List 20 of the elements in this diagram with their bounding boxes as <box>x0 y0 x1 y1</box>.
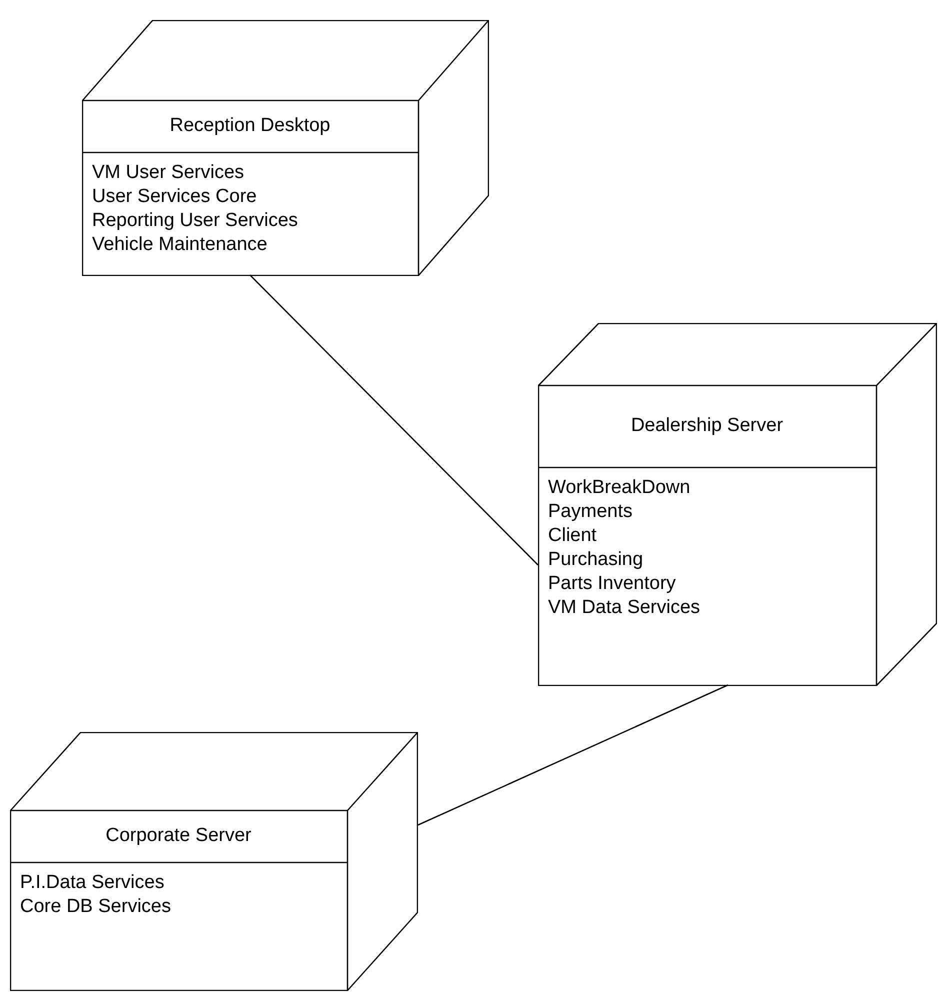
component-name: VM Data Services <box>548 596 702 620</box>
component-name: Purchasing <box>548 548 644 572</box>
component-name: P.I.Data Services <box>20 871 166 895</box>
component-name: Parts Inventory <box>548 572 677 596</box>
component-name: Reporting User Services <box>92 209 299 233</box>
component-name: User Services Core <box>92 185 258 209</box>
node-title: Reception Desktop <box>170 114 330 138</box>
deployment-node <box>538 323 937 686</box>
deployment-node <box>10 732 418 991</box>
node-title: Corporate Server <box>106 824 252 848</box>
component-name: Vehicle Maintenance <box>92 233 268 257</box>
component-name: Payments <box>548 500 634 524</box>
connector-line <box>250 274 538 566</box>
component-name: Core DB Services <box>20 895 172 919</box>
deployment-node <box>82 20 489 276</box>
component-name: VM User Services <box>92 161 246 185</box>
connector-line <box>418 684 728 826</box>
component-name: Client <box>548 524 598 548</box>
node-title: Dealership Server <box>630 414 784 438</box>
component-name: WorkBreakDown <box>548 476 692 500</box>
